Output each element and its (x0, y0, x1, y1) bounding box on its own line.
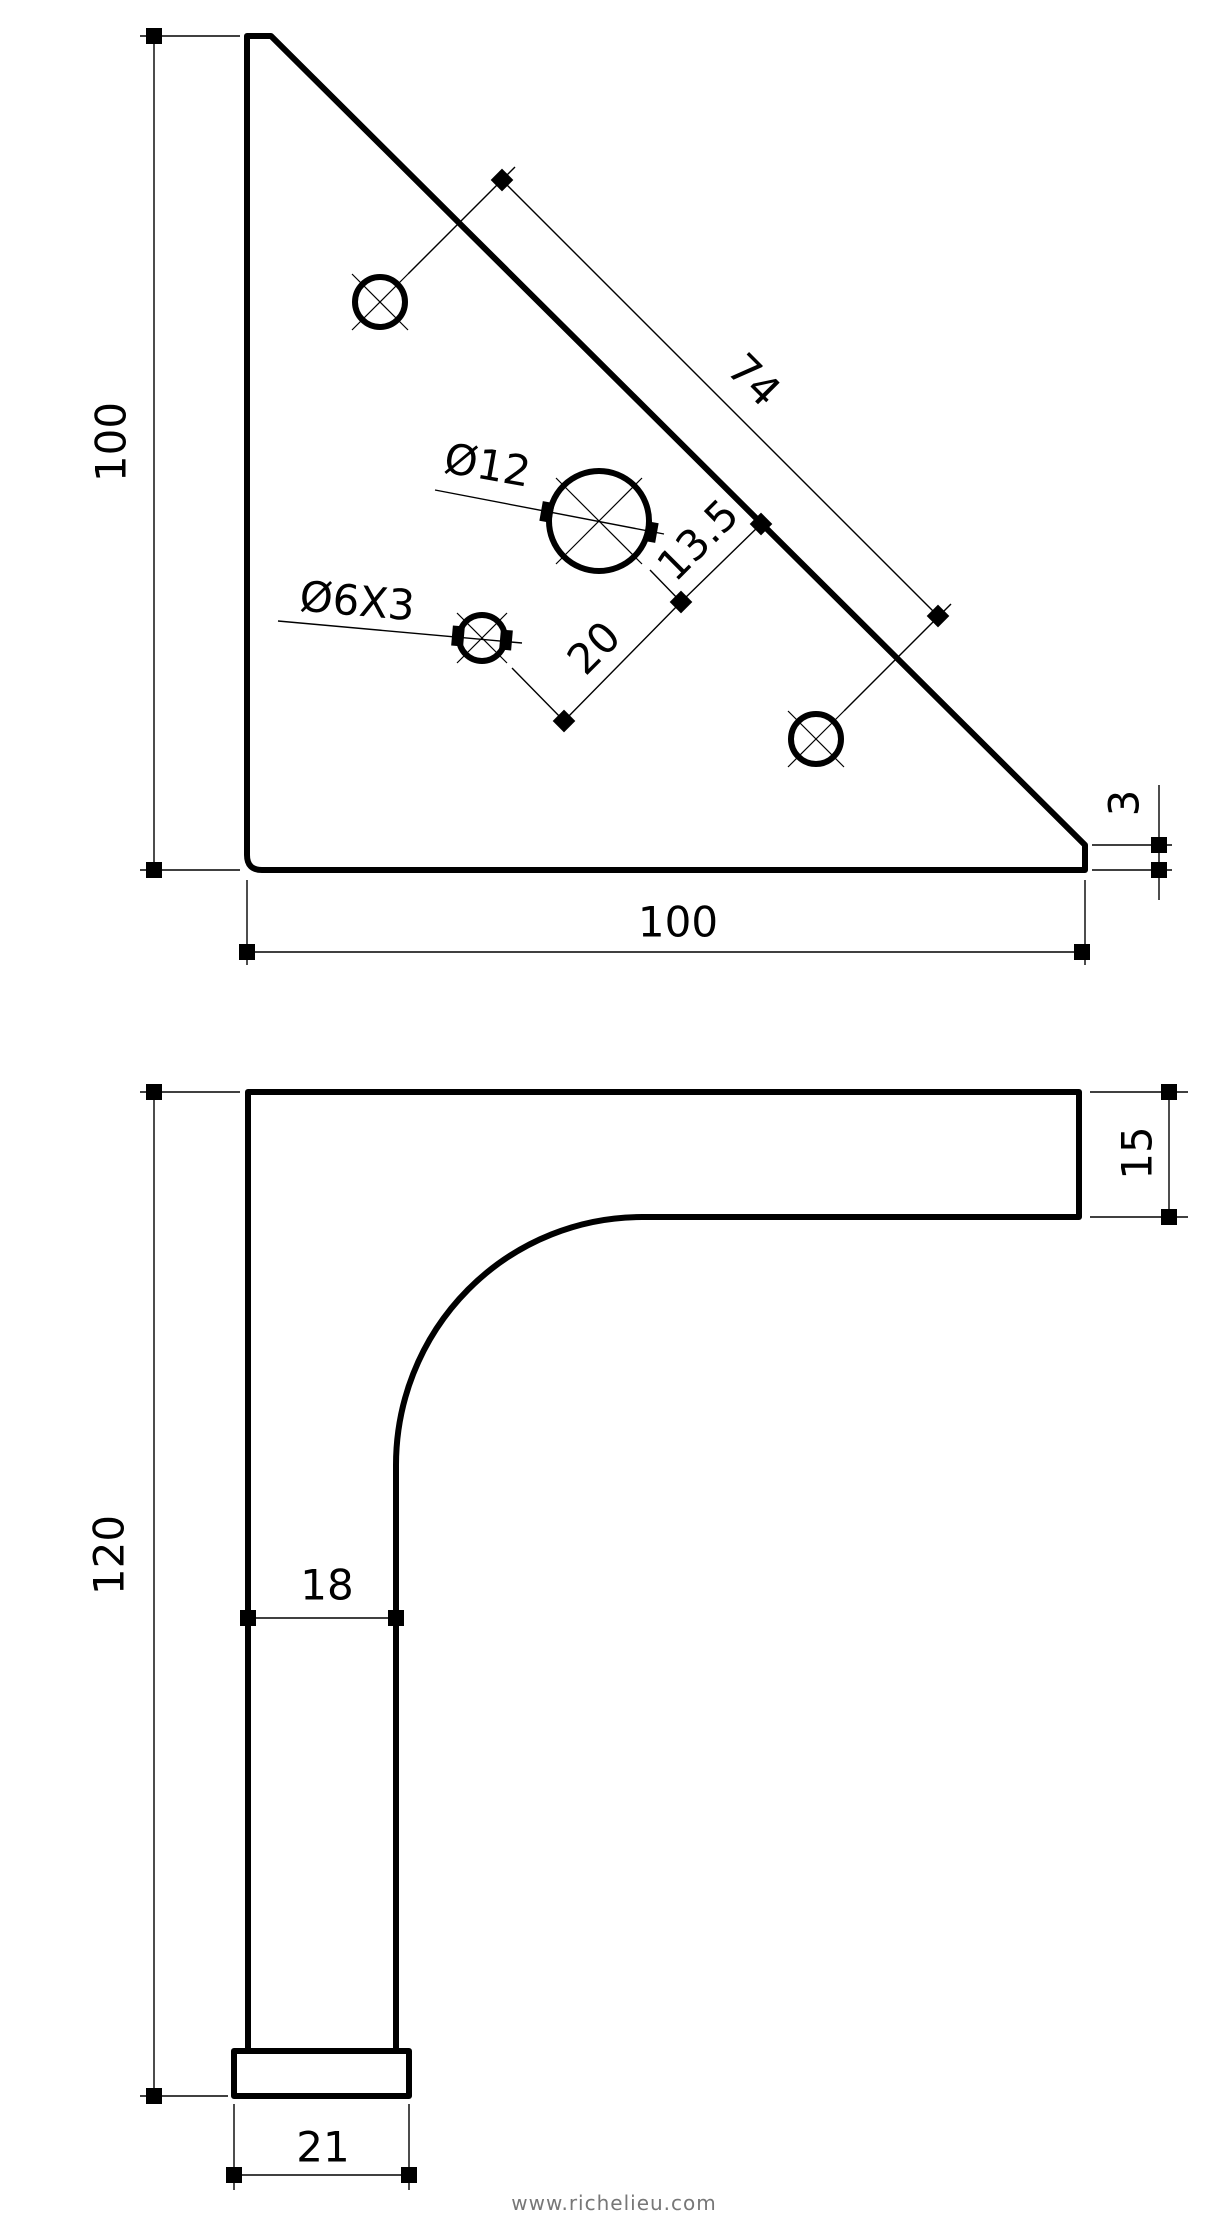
website-footer: www.richelieu.com (511, 2191, 717, 2215)
dimension-foot-21: 21 (226, 2104, 417, 2190)
dimension-label: 74 (718, 344, 790, 416)
bracket-profile-outline (245, 1089, 1082, 2051)
foot-pad (231, 2048, 412, 2099)
dimension-label: 21 (296, 2123, 349, 2172)
dimension-offset-13-5: 13.5 (647, 489, 773, 614)
dimension-label: 100 (638, 898, 718, 947)
dimension-label: 100 (87, 402, 136, 482)
dimension-label: 13.5 (647, 489, 748, 590)
dimension-height-100: 100 (87, 28, 240, 878)
triangle-plate-outline (244, 33, 1088, 873)
dimension-label: 18 (300, 1561, 353, 1610)
callout-label: Ø6X3 (298, 572, 417, 631)
callout-label: Ø12 (441, 433, 535, 496)
dimension-leg-18: 18 (240, 1561, 404, 1626)
dimension-edge-3: 3 (1092, 785, 1172, 900)
dimension-width-100: 100 (239, 880, 1090, 965)
callout-small-holes: Ø6X3 (277, 572, 523, 651)
mounting-hole-top (351, 273, 409, 331)
dimension-height-120: 120 (85, 1084, 240, 2104)
side-view: 120 15 18 21 (85, 1084, 1188, 2190)
dimension-label: 120 (85, 1515, 134, 1595)
dimension-label: 15 (1113, 1126, 1162, 1179)
dimension-label: 3 (1100, 790, 1149, 817)
top-view: 100 100 3 74 (87, 28, 1172, 965)
dimension-label: 20 (558, 612, 630, 684)
dimension-arm-15: 15 (1090, 1084, 1188, 1225)
dimension-spacing-20: 20 (511, 601, 682, 733)
mounting-hole-bottom (787, 710, 845, 768)
